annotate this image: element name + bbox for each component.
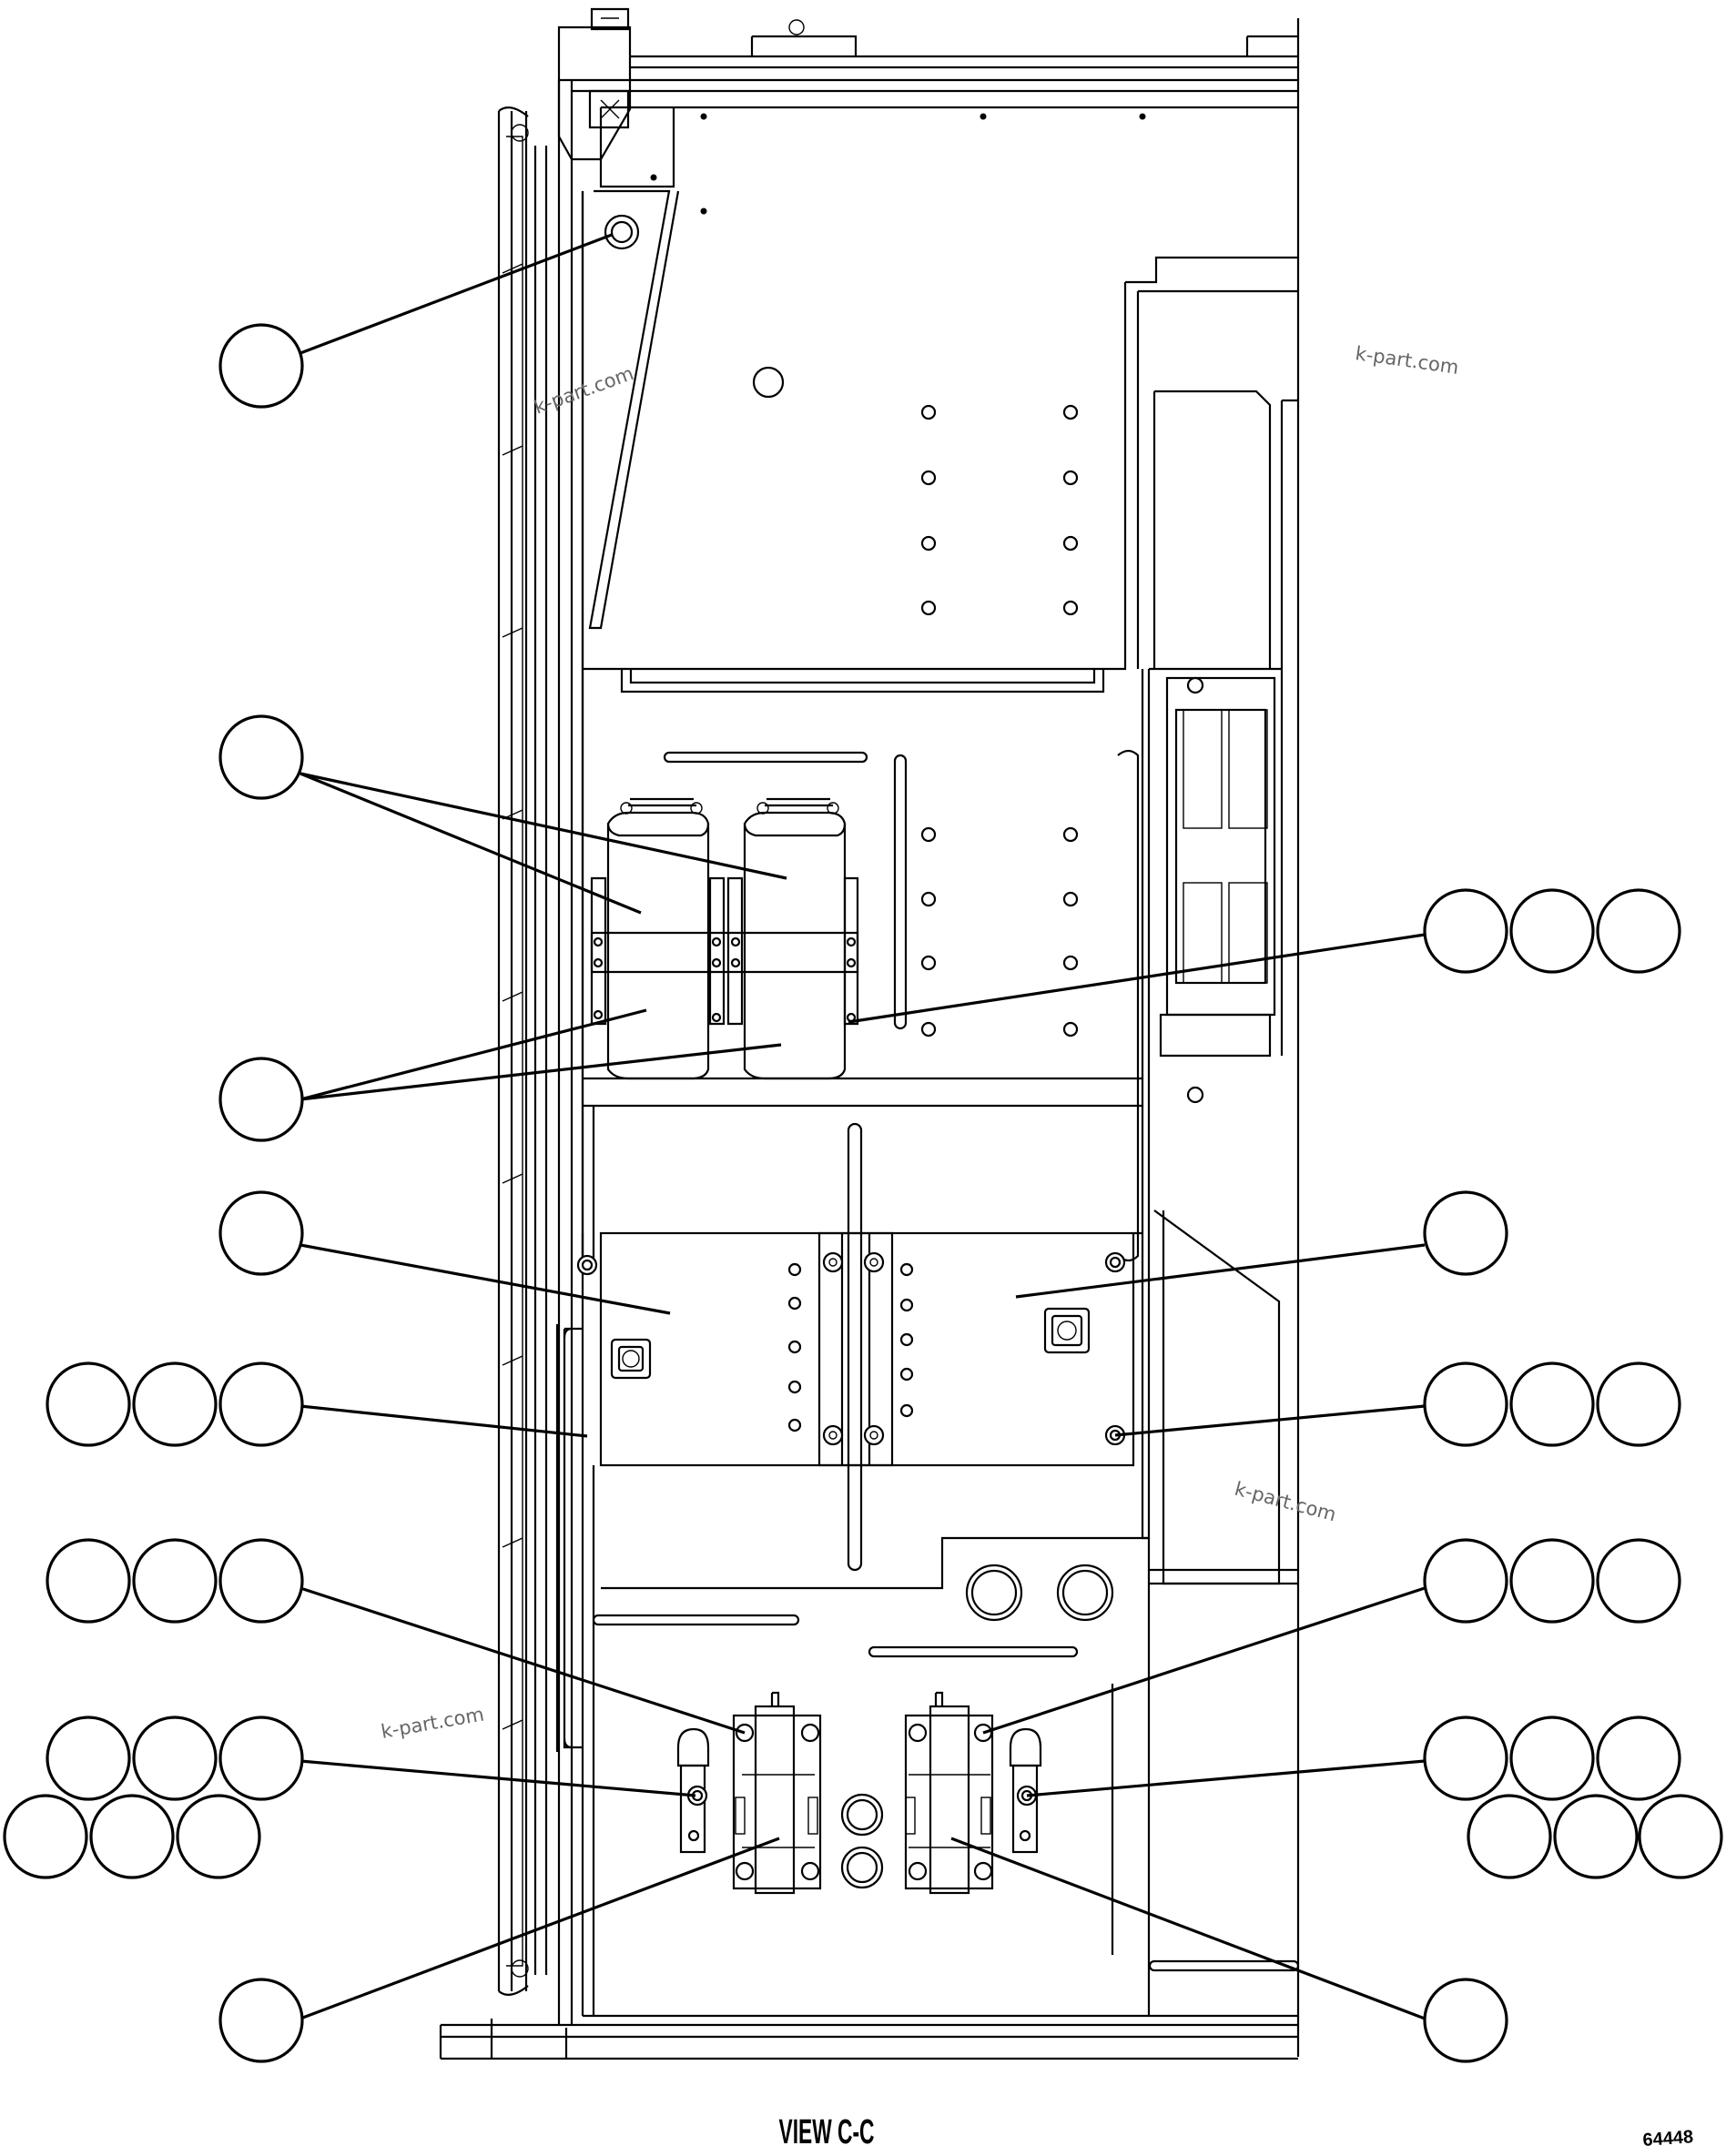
- callout-bubble: [1423, 1361, 1508, 1447]
- callout-bubble: [1423, 1716, 1508, 1801]
- callout-bubble: [1596, 1361, 1681, 1447]
- callout-bubble: [1423, 1190, 1508, 1276]
- callout-bubble: [132, 1716, 218, 1801]
- callout-bubble: [1509, 1538, 1595, 1624]
- callout-bubble: [3, 1794, 88, 1879]
- callout-bubble: [46, 1361, 131, 1447]
- watermark-text: k-part.com: [1233, 1478, 1339, 1526]
- callout-bubble: [132, 1361, 218, 1447]
- callout-bubble: [218, 714, 304, 800]
- callout-bubble: [218, 1361, 304, 1447]
- middle-section: [581, 669, 1298, 1585]
- right-contactor: [904, 1691, 994, 1895]
- leader-lines: [300, 233, 1426, 2020]
- callout-bubble: [218, 1978, 304, 2063]
- lower-section: [592, 1465, 1300, 2016]
- callout-bubble: [1423, 888, 1508, 974]
- callout-bubble: [46, 1538, 131, 1624]
- callout-bubble: [1553, 1794, 1639, 1879]
- drawing-number: 64448: [1642, 2127, 1694, 2151]
- callout-bubbles: [3, 323, 1723, 2063]
- callout-bubble: [1509, 888, 1595, 974]
- cabinet-frame: [439, 7, 1300, 2060]
- callout-bubble: [1596, 888, 1681, 974]
- callout-bubble: [218, 1716, 304, 1801]
- callout-bubble: [132, 1538, 218, 1624]
- callout-bubble: [1509, 1361, 1595, 1447]
- callout-bubble: [46, 1716, 131, 1801]
- callout-bubble: [1423, 1978, 1508, 2063]
- knurled-caps: [840, 1564, 1114, 1889]
- module-fasteners: [576, 1251, 1126, 1446]
- callout-bubble: [1596, 1538, 1681, 1624]
- callout-bubble: [176, 1794, 261, 1879]
- callout-bubble: [218, 323, 304, 409]
- callout-bubble: [218, 1190, 304, 1276]
- left-terminal: [676, 1727, 710, 1854]
- module-plate: [555, 1122, 1142, 1752]
- middle-hole-grid: [920, 826, 1079, 1038]
- right-vent-column: [1159, 676, 1276, 1104]
- left-contactor: [732, 1691, 822, 1895]
- upper-panel: [581, 107, 1298, 1056]
- callout-bubble: [89, 1794, 175, 1879]
- callout-bubble: [218, 1538, 304, 1624]
- callout-bubble: [1467, 1794, 1552, 1879]
- callout-bubble: [1638, 1794, 1723, 1879]
- callout-bubble: [218, 1057, 304, 1142]
- view-title: VIEW C-C: [779, 2113, 875, 2151]
- callout-bubble: [1596, 1716, 1681, 1801]
- watermark-text: k-part.com: [1354, 342, 1460, 379]
- watermark-text: k-part.com: [380, 1703, 486, 1742]
- upper-hole-grid: [920, 404, 1079, 616]
- capacitor-assembly: [590, 797, 859, 1080]
- callout-bubble: [1509, 1716, 1595, 1801]
- callout-bubble: [1423, 1538, 1508, 1624]
- right-terminal: [1009, 1727, 1042, 1854]
